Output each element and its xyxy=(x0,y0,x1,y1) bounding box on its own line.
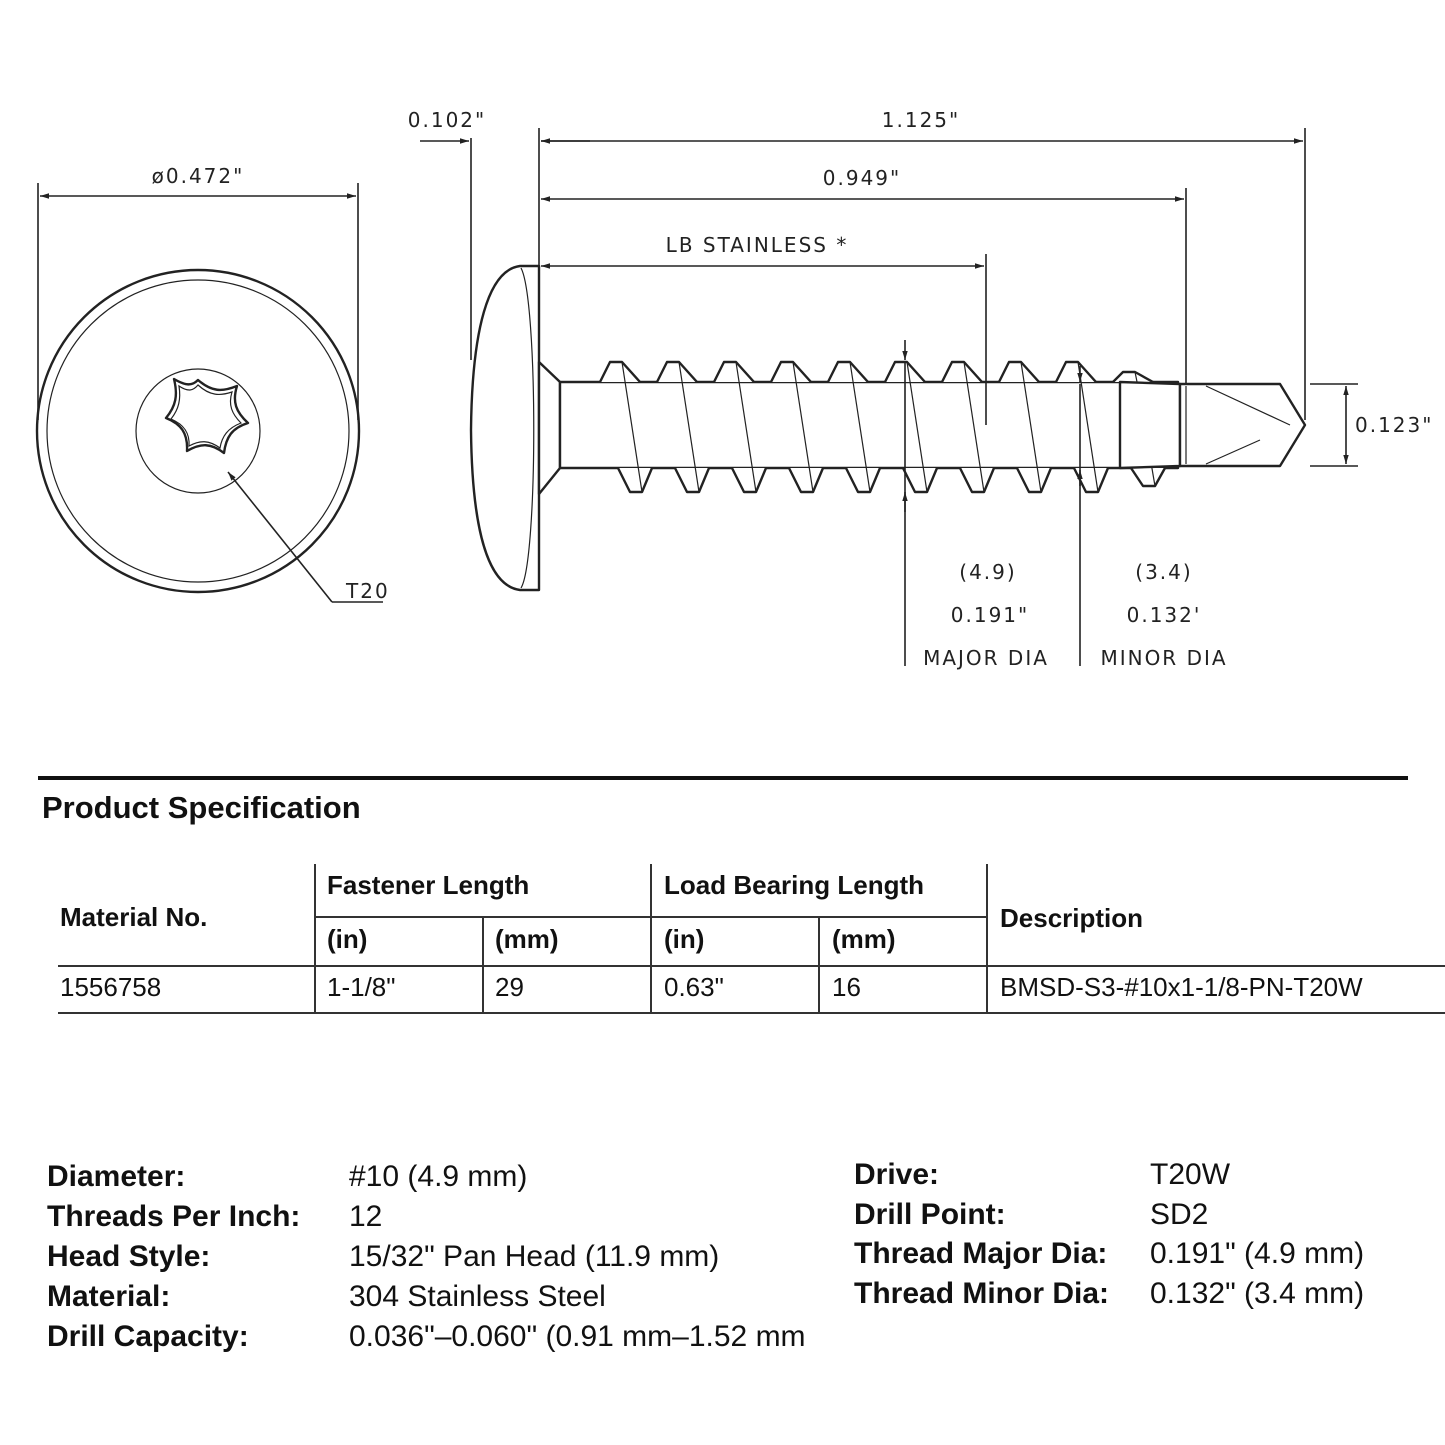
major-dia-label: MAJOR DIA xyxy=(923,646,1049,670)
thread-crest xyxy=(712,360,768,494)
thread-crest xyxy=(997,360,1053,494)
minor-dia-label: MINOR DIA xyxy=(1100,646,1227,670)
thread-flank xyxy=(906,361,928,493)
prop-value-head-style: 15/32" Pan Head (11.9 mm) xyxy=(349,1240,720,1273)
prop-value-drill-point: SD2 xyxy=(1150,1198,1209,1231)
torx-recess-icon xyxy=(164,377,250,455)
thread-flank xyxy=(792,361,814,493)
minor-dia-mm: (3.4) xyxy=(1135,560,1192,584)
col-header-fl-in: (in) xyxy=(327,924,368,954)
prop-value-thread-major-dia: 0.191" (4.9 mm) xyxy=(1150,1237,1365,1270)
screw-technical-drawing: ø0.472" T20 0.102" 1.125" 0.949" LB STAI… xyxy=(35,108,1433,670)
screw-threads xyxy=(598,360,1167,494)
cell-lb-mm: 16 xyxy=(832,972,861,1002)
prop-label-drill-point: Drill Point: xyxy=(854,1198,1006,1231)
prop-label-drill-capacity: Drill Capacity: xyxy=(47,1320,249,1353)
thread-flank xyxy=(849,361,871,493)
prop-label-material: Material: xyxy=(47,1280,171,1313)
point-diameter-dim: 0.123" xyxy=(1355,413,1433,437)
thread-flank xyxy=(621,361,643,493)
overall-length-dim: 1.125" xyxy=(882,108,960,132)
prop-value-thread-minor-dia: 0.132" (3.4 mm) xyxy=(1150,1277,1365,1310)
col-header-description: Description xyxy=(1000,903,1144,933)
cell-fl-in: 1-1/8" xyxy=(327,972,396,1002)
prop-label-thread-minor-dia: Thread Minor Dia: xyxy=(854,1277,1110,1310)
prop-label-drive: Drive: xyxy=(854,1158,940,1191)
prop-value-drill-capacity: 0.036"–0.060" (0.91 mm–1.52 mm xyxy=(349,1320,806,1353)
cell-fl-mm: 29 xyxy=(495,972,524,1002)
thread-flank xyxy=(1020,361,1042,493)
head-top-view xyxy=(35,268,361,594)
thread-crest xyxy=(883,360,939,494)
section-divider xyxy=(38,776,1408,780)
col-header-load-bearing-length: Load Bearing Length xyxy=(664,870,924,900)
col-header-fastener-length: Fastener Length xyxy=(327,870,530,900)
prop-label-threads-per-inch: Threads Per Inch: xyxy=(47,1200,301,1233)
major-dia-mm: (4.9) xyxy=(959,560,1016,584)
minor-dia-in: 0.132' xyxy=(1127,603,1202,627)
cell-description: BMSD-S3-#10x1-1/8-PN-T20W xyxy=(1000,972,1363,1002)
prop-value-material: 304 Stainless Steel xyxy=(349,1280,606,1313)
prop-value-threads-per-inch: 12 xyxy=(349,1200,383,1233)
spec-title: Product Specification xyxy=(42,790,361,825)
thread-crest xyxy=(940,360,996,494)
thread-length-dim: 0.949" xyxy=(823,166,901,190)
cell-lb-in: 0.63" xyxy=(664,972,724,1002)
prop-label-diameter: Diameter: xyxy=(47,1160,186,1193)
cell-material-no: 1556758 xyxy=(60,972,162,1002)
thread-crest xyxy=(655,360,711,494)
prop-label-head-style: Head Style: xyxy=(47,1240,211,1273)
col-header-material-no: Material No. xyxy=(60,902,208,932)
thread-crest xyxy=(826,360,882,494)
thread-crest xyxy=(598,360,654,494)
load-bearing-length-dim: LB STAINLESS * xyxy=(666,233,849,257)
screw-side-view xyxy=(469,264,1307,592)
spec-table: Material No. Fastener Length Load Bearin… xyxy=(0,864,1445,1014)
thread-flank xyxy=(735,361,757,493)
head-height-dim: 0.102" xyxy=(408,108,486,132)
prop-value-drive: T20W xyxy=(1150,1158,1231,1191)
prop-label-thread-major-dia: Thread Major Dia: xyxy=(854,1237,1108,1270)
col-header-fl-mm: (mm) xyxy=(495,924,559,954)
thread-flank xyxy=(963,361,985,493)
head-diameter-dim: ø0.472" xyxy=(152,164,245,188)
thread-crest xyxy=(1112,370,1167,488)
thread-crest xyxy=(769,360,825,494)
drive-callout: T20 xyxy=(345,579,390,603)
col-header-lb-in: (in) xyxy=(664,924,705,954)
thread-flank xyxy=(678,361,700,493)
major-dia-in: 0.191" xyxy=(951,603,1029,627)
prop-value-diameter: #10 (4.9 mm) xyxy=(349,1160,528,1193)
col-header-lb-mm: (mm) xyxy=(832,924,896,954)
